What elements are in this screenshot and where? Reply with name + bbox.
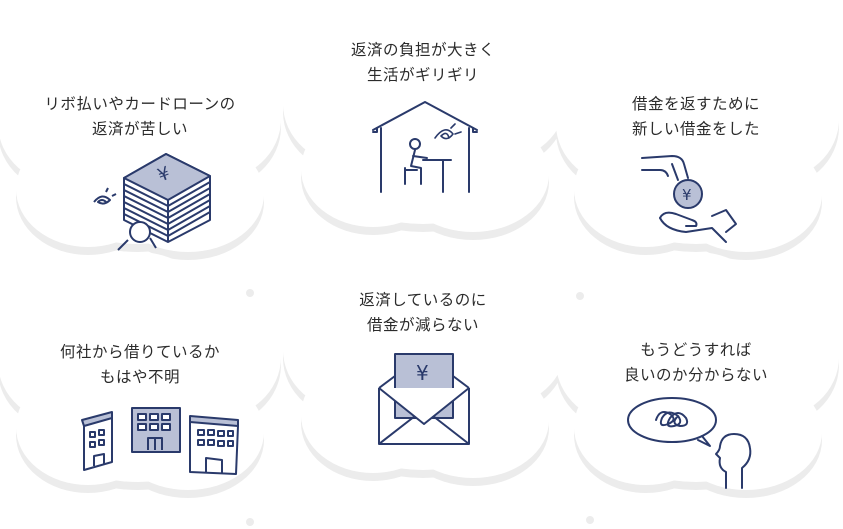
collapsed-under-yen-stack-icon: ¥	[88, 150, 218, 255]
caption-line-1: もうどうすれば	[640, 341, 752, 359]
three-office-buildings-icon	[78, 404, 242, 476]
caption-line-2: 良いのか分からない	[623, 366, 768, 384]
caption-line-2: 新しい借金をした	[631, 120, 760, 138]
worried-person-at-desk-in-house-icon	[371, 98, 479, 194]
worry-caption: リボ払いやカードローンの 返済が苦しい	[0, 92, 280, 142]
worry-caption: 返済の負担が大きく 生活がギリギリ	[283, 38, 563, 88]
caption-line-1: 何社から借りているか	[59, 343, 220, 361]
worry-dont-know-what-to-do: もうどうすれば 良いのか分からない	[556, 242, 836, 506]
worry-unknown-lenders: 何社から借りているか もはや不明	[0, 242, 280, 506]
caption-line-1: 借金を返すために	[631, 95, 760, 113]
caption-line-1: 返済の負担が大きく	[350, 41, 495, 59]
worry-caption: 借金を返すために 新しい借金をした	[556, 92, 836, 142]
worry-caption: 何社から借りているか もはや不明	[0, 340, 280, 390]
hands-passing-yen-coin-icon: ¥	[641, 150, 742, 248]
worry-tight-budget: 返済の負担が大きく 生活がギリギリ	[283, 0, 563, 264]
yen-mark: ¥	[416, 361, 429, 385]
worry-debt-not-decreasing: 返済しているのに 借金が減らない ¥	[283, 242, 563, 506]
caption-line-2: もはや不明	[99, 368, 180, 386]
worry-borrow-to-repay: 借金を返すために 新しい借金をした ¥	[556, 0, 836, 264]
worry-revolving-loan: リボ払いやカードローンの 返済が苦しい ¥	[0, 0, 280, 264]
envelope-with-yen-bill-icon: ¥	[377, 352, 471, 448]
worry-caption: もうどうすれば 良いのか分からない	[556, 338, 836, 388]
caption-line-2: 生活がギリギリ	[366, 66, 479, 84]
caption-line-1: リボ払いやカードローンの	[44, 95, 236, 113]
confused-person-thought-bubble-icon	[627, 396, 768, 492]
caption-line-1: 返済しているのに	[359, 291, 487, 309]
worry-caption: 返済しているのに 借金が減らない	[283, 288, 563, 338]
caption-line-2: 返済が苦しい	[91, 120, 188, 138]
caption-line-2: 借金が減らない	[366, 316, 479, 334]
yen-mark: ¥	[682, 186, 692, 204]
